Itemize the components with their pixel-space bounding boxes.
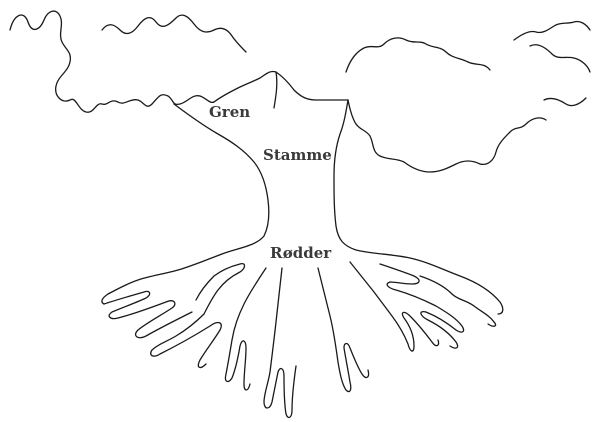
root-left-lower [151,314,222,367]
trunk-left-outline [102,104,269,304]
canopy-left-outline [10,11,214,112]
root-right-inner [350,262,439,351]
root-left-inner [196,264,245,314]
canopy-right-lower-outline [348,100,546,172]
roots-label: Rødder [270,246,331,261]
branch-top-outline [274,72,348,108]
root-center-right [318,268,369,392]
branch-label: Gren [209,105,250,120]
canopy-top-squiggle [102,15,246,52]
canopy-far-right-outline [514,21,590,105]
branch-left-outline [214,71,276,102]
canopy-right-outline [346,38,490,72]
root-center [264,268,296,417]
trunk-label: Stamme [263,148,332,163]
root-right-tip [420,276,496,326]
root-center-left [225,268,266,390]
root-left-outer [104,291,192,337]
